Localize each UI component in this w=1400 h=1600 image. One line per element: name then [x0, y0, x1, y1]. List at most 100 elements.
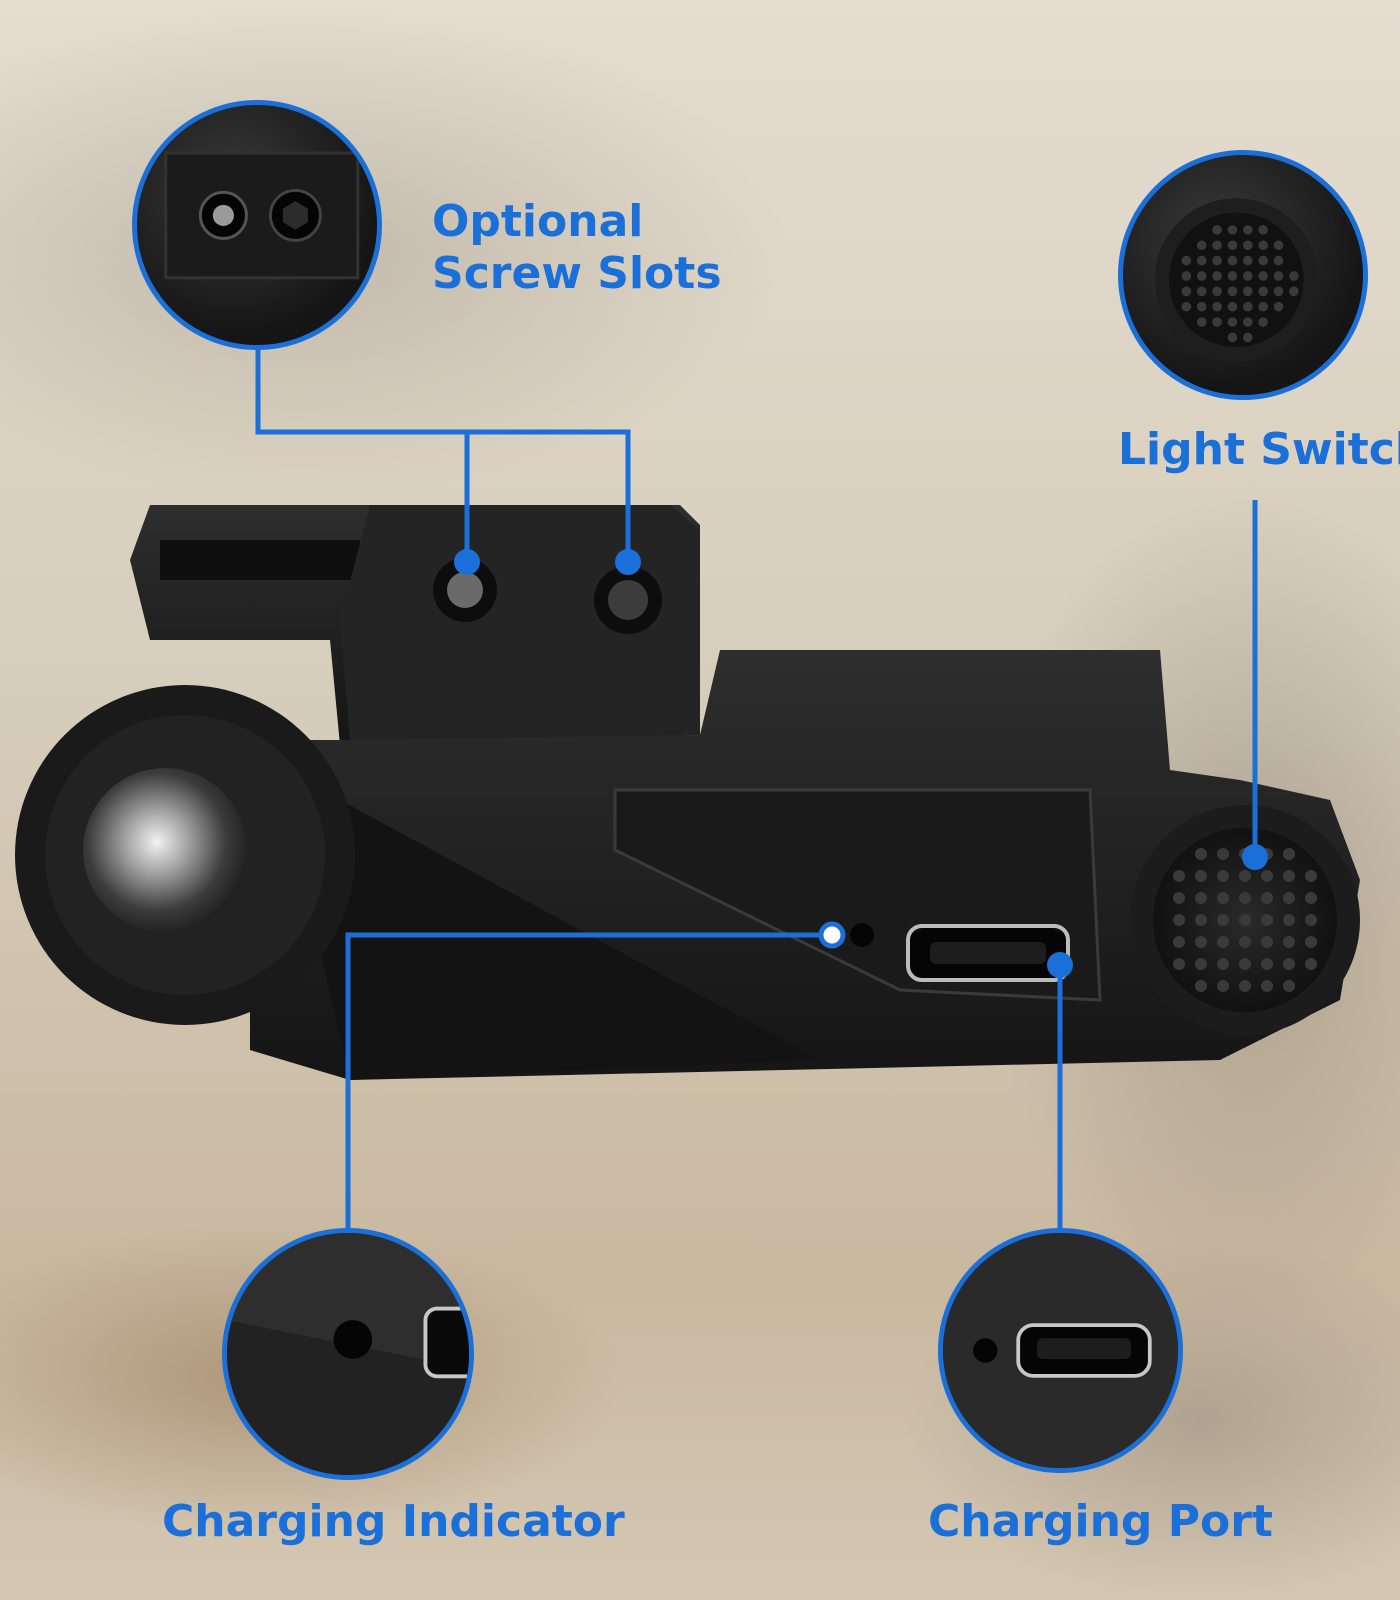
switch-texture-dot	[1196, 255, 1207, 266]
switch-texture-dot	[1217, 980, 1229, 992]
switch-texture-dot	[1261, 980, 1273, 992]
switch-texture-dot	[1195, 936, 1207, 948]
switch-texture-dot	[1239, 914, 1251, 926]
switch-texture-dot	[1243, 240, 1253, 251]
switch-texture-dot	[1305, 870, 1317, 882]
switch-texture-dot	[1212, 286, 1222, 297]
screw-slots-label: Optional Screw Slots	[432, 196, 722, 300]
switch-texture-dot	[1283, 892, 1295, 904]
switch-texture-dot	[1227, 286, 1238, 297]
switch-texture-dot	[1273, 255, 1284, 266]
switch-texture-dot	[1239, 958, 1251, 970]
switch-texture-dot	[1227, 332, 1238, 343]
switch-marker	[1242, 844, 1268, 870]
switch-texture-dot	[1196, 271, 1207, 281]
switch-texture-dot	[1283, 936, 1295, 948]
switch-texture-dot	[1283, 980, 1295, 992]
switch-texture-dot	[1243, 286, 1253, 297]
switch-texture-dot	[1243, 225, 1253, 235]
switch-texture-dot	[1217, 914, 1229, 926]
switch-texture-dot	[1195, 980, 1207, 992]
switch-texture-dot	[1273, 286, 1284, 297]
switch-texture-dot	[1227, 255, 1238, 266]
switch-texture-dot	[1258, 317, 1268, 327]
switch-texture-dot	[1181, 286, 1192, 297]
switch-texture-dot	[1239, 870, 1251, 882]
switch-texture-dot	[1243, 301, 1253, 312]
switch-texture-dot	[1227, 225, 1238, 235]
screw-slots-title-line1: Optional	[432, 196, 644, 247]
switch-texture-dot	[1305, 892, 1317, 904]
switch-texture-dot	[1283, 958, 1295, 970]
switch-texture-dot	[1227, 240, 1238, 251]
switch-texture-dot	[1258, 271, 1268, 281]
charging-port-zoom	[938, 1228, 1183, 1473]
switch-texture-dot	[1195, 870, 1207, 882]
switch-texture-dot	[1195, 848, 1207, 860]
switch-texture-dot	[1258, 225, 1268, 235]
switch-texture-dot	[1243, 332, 1253, 343]
charging-port-title: Charging Port	[928, 1496, 1273, 1547]
switch-texture-dot	[1239, 892, 1251, 904]
switch-texture-dot	[1196, 317, 1207, 327]
charging-port-label: Charging Port	[928, 1496, 1273, 1548]
switch-texture-dot	[1273, 240, 1284, 251]
switch-texture-dot	[1212, 301, 1222, 312]
switch-texture-dot	[1173, 936, 1185, 948]
switch-texture-dot	[1173, 870, 1185, 882]
switch-texture-dot	[1261, 870, 1273, 882]
screw-slots-title-line2: Screw Slots	[432, 248, 722, 299]
switch-texture-dot	[1289, 286, 1299, 297]
switch-texture-dot	[1305, 958, 1317, 970]
light-switch-zoom	[1118, 150, 1368, 400]
indicator-marker	[818, 921, 846, 949]
switch-texture-dot	[1283, 848, 1295, 860]
screw-right-marker	[615, 549, 641, 575]
switch-texture-dot	[1212, 317, 1222, 327]
charging-indicator-zoom	[222, 1228, 474, 1480]
switch-texture-dot	[1305, 914, 1317, 926]
switch-texture-dot	[1195, 958, 1207, 970]
screw-slots-leader	[255, 345, 631, 562]
switch-texture-dot	[1258, 255, 1268, 266]
switch-texture-dot	[1283, 870, 1295, 882]
port-marker	[1047, 952, 1073, 978]
charging-indicator-title: Charging Indicator	[162, 1496, 625, 1547]
switch-texture-dot	[1227, 301, 1238, 312]
light-switch-label: Light Switch	[1118, 424, 1400, 476]
charging-indicator-leader	[345, 932, 832, 1230]
switch-texture-dot	[1273, 271, 1284, 281]
switch-texture-dot	[1217, 870, 1229, 882]
switch-texture-dot	[1181, 271, 1192, 281]
screw-left-marker	[454, 549, 480, 575]
switch-texture-dot	[1173, 914, 1185, 926]
screw-slots-zoom	[132, 100, 382, 350]
switch-texture-dot	[1173, 892, 1185, 904]
switch-texture-dot	[1181, 255, 1192, 266]
switch-texture-dot	[1239, 980, 1251, 992]
screw-block	[340, 505, 700, 740]
switch-texture-dot	[1289, 271, 1299, 281]
light-switch-title: Light Switch	[1118, 424, 1400, 475]
switch-texture-dot	[1227, 317, 1238, 327]
switch-texture-dot	[1239, 936, 1251, 948]
switch-texture-dot	[1283, 914, 1295, 926]
lens	[83, 768, 247, 932]
switch-texture-dot	[1212, 240, 1222, 251]
switch-texture-dot	[1258, 240, 1268, 251]
switch-texture-dot	[1217, 848, 1229, 860]
switch-texture-dot	[1217, 936, 1229, 948]
switch-texture-dot	[1243, 271, 1253, 281]
switch-texture-dot	[1195, 914, 1207, 926]
switch-texture-dot	[1173, 958, 1185, 970]
switch-texture-dot	[1196, 240, 1207, 251]
switch-texture-dot	[1258, 286, 1268, 297]
indicator-hole	[850, 923, 874, 947]
switch-texture-dot	[1261, 958, 1273, 970]
switch-texture-dot	[1261, 914, 1273, 926]
switch-texture-dot	[1212, 255, 1222, 266]
rail-slot	[160, 540, 360, 580]
switch-texture-dot	[1227, 271, 1238, 281]
switch-texture-dot	[1273, 301, 1284, 312]
